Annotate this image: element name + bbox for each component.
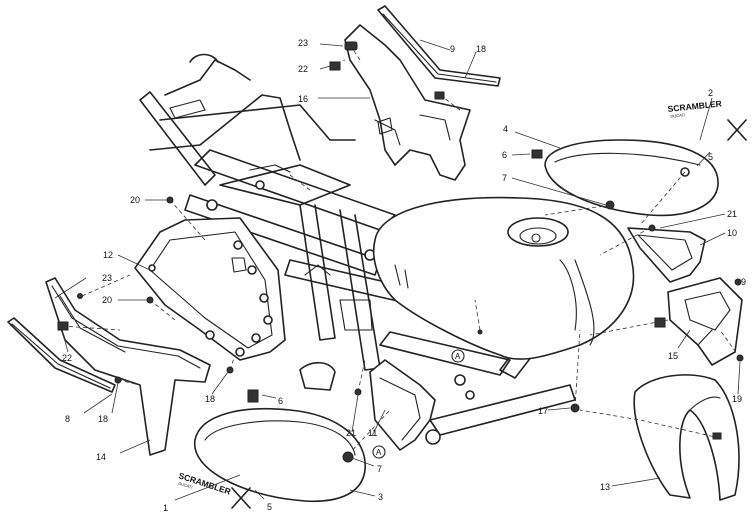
callout-1: 1 bbox=[163, 503, 168, 513]
callout-12: 12 bbox=[103, 250, 113, 260]
callout-23-top: 23 bbox=[298, 38, 308, 48]
rear-cover-bracket bbox=[654, 277, 744, 366]
callout-4: 4 bbox=[503, 124, 508, 134]
callout-5-bottom: 5 bbox=[267, 502, 272, 512]
tail-strip bbox=[377, 5, 501, 87]
callout-20-upper: 20 bbox=[130, 195, 140, 205]
callout-15: 15 bbox=[668, 351, 678, 361]
callout-9-right: 9 bbox=[741, 277, 746, 287]
main-frame bbox=[139, 53, 576, 445]
marker-a-upper: A bbox=[455, 352, 461, 361]
leader-lines bbox=[54, 39, 741, 501]
reference-markers: A A bbox=[372, 349, 465, 459]
callout-17: 17 bbox=[538, 406, 548, 416]
callout-labels: 23 22 16 9 18 2 4 6 7 5 21 10 9 15 19 13… bbox=[62, 38, 746, 513]
left-side-panel bbox=[134, 217, 286, 361]
callout-23-left: 23 bbox=[102, 273, 112, 283]
callout-9-top: 9 bbox=[450, 44, 455, 54]
callout-19: 19 bbox=[732, 394, 742, 404]
small-side-panel bbox=[627, 224, 706, 283]
lower-bracket bbox=[342, 359, 436, 463]
assembly-lines bbox=[61, 44, 741, 456]
callout-22-left: 22 bbox=[62, 353, 72, 363]
fuel-tank bbox=[372, 196, 635, 360]
callout-10: 10 bbox=[727, 228, 737, 238]
callout-18-mid: 18 bbox=[205, 394, 215, 404]
callout-13: 13 bbox=[600, 482, 610, 492]
callout-14: 14 bbox=[96, 452, 106, 462]
callout-16: 16 bbox=[298, 94, 308, 104]
callout-18-left: 18 bbox=[98, 414, 108, 424]
callout-21-right: 21 bbox=[727, 209, 737, 219]
callout-2: 2 bbox=[708, 88, 713, 98]
callout-6-bottom: 6 bbox=[278, 396, 283, 406]
callout-7-top: 7 bbox=[502, 173, 507, 183]
left-trim-strip bbox=[7, 317, 116, 393]
callout-20-lower: 20 bbox=[102, 295, 112, 305]
marker-a-lower: A bbox=[376, 448, 382, 457]
top-logo: SCRAMBLER DUCATI bbox=[667, 98, 747, 141]
logo-sub-top: DUCATI bbox=[670, 112, 685, 118]
callout-8: 8 bbox=[65, 414, 70, 424]
callout-21-bottom: 21 bbox=[346, 428, 356, 438]
callout-18-top: 18 bbox=[476, 44, 486, 54]
callout-22-top: 22 bbox=[298, 64, 308, 74]
callout-6-top: 6 bbox=[502, 150, 507, 160]
logo-text-top: SCRAMBLER bbox=[667, 98, 722, 114]
callout-3: 3 bbox=[378, 492, 383, 502]
callout-11: 11 bbox=[368, 428, 377, 438]
bottom-side-cover bbox=[194, 389, 366, 502]
tail-bracket bbox=[329, 24, 471, 181]
front-mudguard bbox=[633, 374, 740, 501]
callout-7-bottom: 7 bbox=[377, 464, 382, 474]
logo-sub-bottom: DUCATI bbox=[178, 481, 193, 490]
callout-5: 5 bbox=[708, 152, 713, 162]
